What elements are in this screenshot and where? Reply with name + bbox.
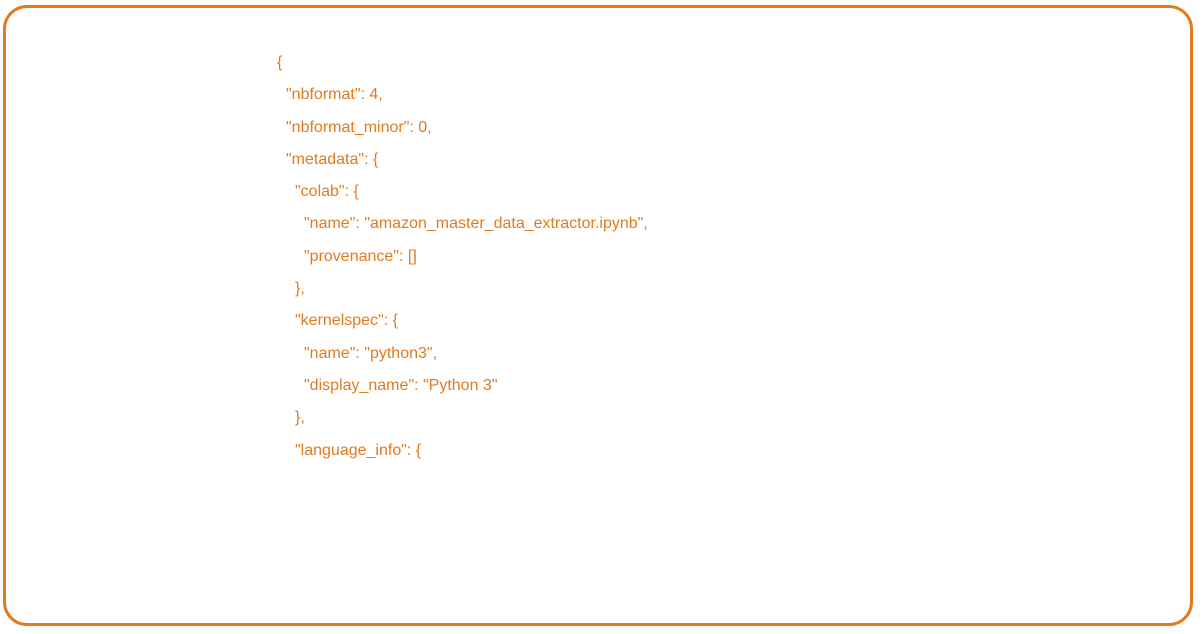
code-line: "nbformat": 4, [286,86,383,104]
code-line: "name": "python3", [304,344,438,362]
code-line: "provenance": [] [304,247,417,265]
code-line: "display_name": "Python 3" [304,376,498,394]
json-code-block: { "nbformat": 4, "nbformat_minor": 0, "m… [277,52,648,472]
code-line: "name": "amazon_master_data_extractor.ip… [304,215,648,233]
code-line: "colab": { [295,183,359,201]
code-line: "nbformat_minor": 0, [286,118,432,136]
code-line: "language_info": { [295,441,422,459]
code-line: "metadata": { [286,150,379,168]
code-line: "kernelspec": { [295,312,398,330]
code-line: }, [295,280,305,298]
code-line: { [277,54,283,71]
code-frame: { "nbformat": 4, "nbformat_minor": 0, "m… [3,5,1193,626]
code-line: }, [295,409,305,427]
